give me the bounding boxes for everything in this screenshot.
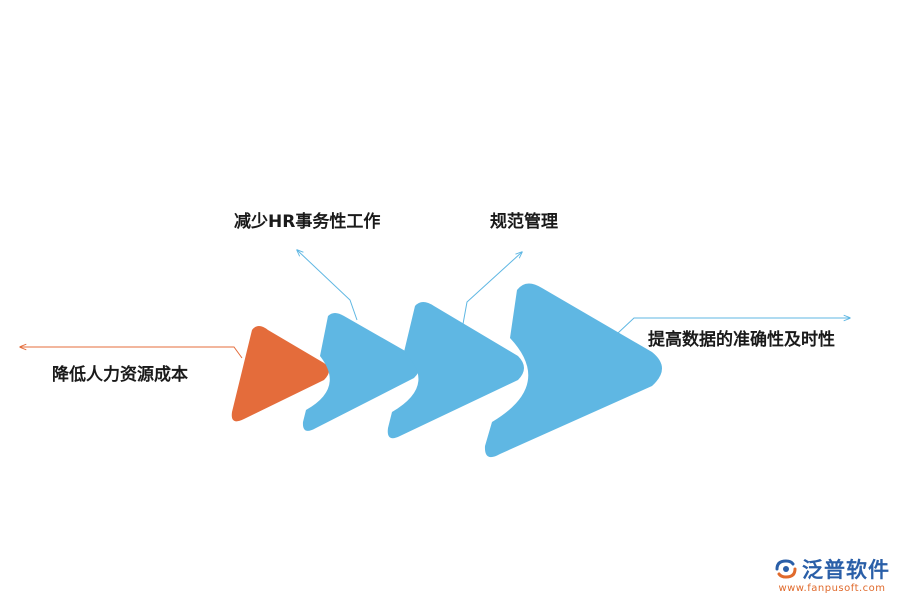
- label-standardize-management: 规范管理: [490, 212, 558, 232]
- blue-chevron-2-shape: [387, 302, 524, 439]
- label-reduce-labor-cost: 降低人力资源成本: [52, 365, 188, 385]
- fanpu-logo-icon: [775, 559, 797, 579]
- leader-line-reduce-hr: [297, 250, 358, 321]
- leader-line-reduce-cost: [20, 347, 243, 359]
- label-improve-data-accuracy: 提高数据的准确性及时性: [648, 330, 835, 350]
- orange-triangle-shape: [231, 326, 329, 422]
- blue-chevron-3-shape: [484, 283, 662, 458]
- brand-logo: 泛普软件 www.fanpusoft.com: [774, 554, 890, 594]
- label-reduce-hr-transactions: 减少HR事务性工作: [234, 212, 381, 232]
- blue-chevron-1-shape: [302, 313, 420, 431]
- logo-name: 泛普软件: [802, 558, 890, 582]
- leader-line-standardize: [462, 252, 522, 325]
- leader-line-accuracy: [617, 318, 850, 334]
- logo-url: www.fanpusoft.com: [778, 583, 886, 594]
